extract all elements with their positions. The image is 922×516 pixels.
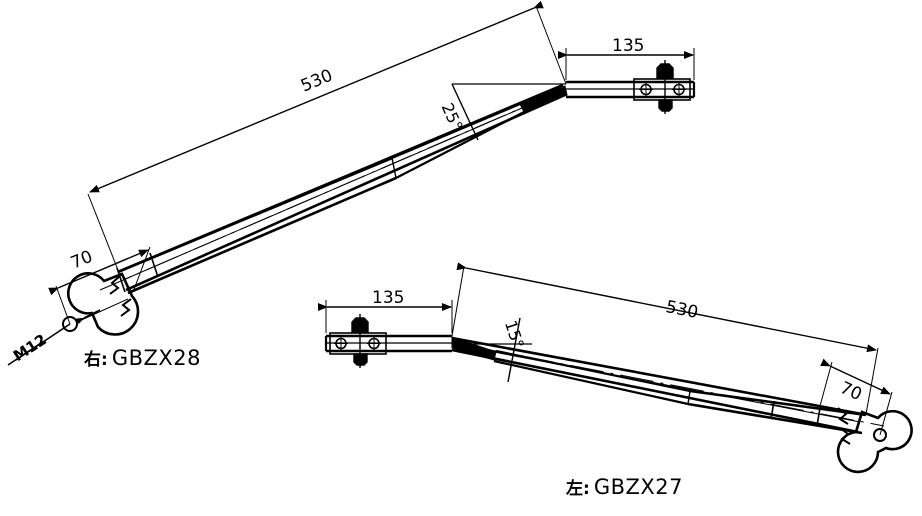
lower-part-label: 左: GBZX27 xyxy=(566,474,683,499)
upper-angle-25 xyxy=(451,83,566,141)
upper-view-group xyxy=(7,0,696,366)
upper-bolt-hole-right xyxy=(672,82,686,97)
upper-blade-end xyxy=(62,272,140,336)
upper-part-label-code: GBZX28 xyxy=(111,346,201,370)
upper-dim-70 xyxy=(48,246,151,325)
upper-dim-530 xyxy=(87,0,567,271)
lower-arm-shank xyxy=(469,345,885,435)
lower-bolt-hole-right xyxy=(367,336,381,351)
lower-mount-head xyxy=(324,314,452,368)
lower-dim-135 xyxy=(318,300,453,333)
upper-mount-head xyxy=(566,60,696,114)
upper-bolt-hole-left xyxy=(639,82,653,97)
lower-part-label-code: GBZX27 xyxy=(593,475,683,499)
upper-part-label: 右: GBZX28 xyxy=(84,345,201,370)
lower-dimension-135: 135 xyxy=(372,288,405,308)
lower-blade-end xyxy=(836,407,913,474)
lower-part-label-cjk: 左: xyxy=(566,479,590,499)
upper-thread-leader xyxy=(7,323,71,366)
lower-view-group xyxy=(318,262,913,474)
upper-dim-135 xyxy=(558,48,695,80)
upper-part-label-cjk: 右: xyxy=(84,350,108,370)
lower-angle-15 xyxy=(452,317,532,383)
lower-arm-collar xyxy=(770,400,821,427)
upper-arm-body xyxy=(119,83,568,292)
lower-bolt-hole-left xyxy=(334,336,348,351)
lower-dim-70 xyxy=(819,358,893,436)
upper-dimension-135: 135 xyxy=(612,36,645,56)
